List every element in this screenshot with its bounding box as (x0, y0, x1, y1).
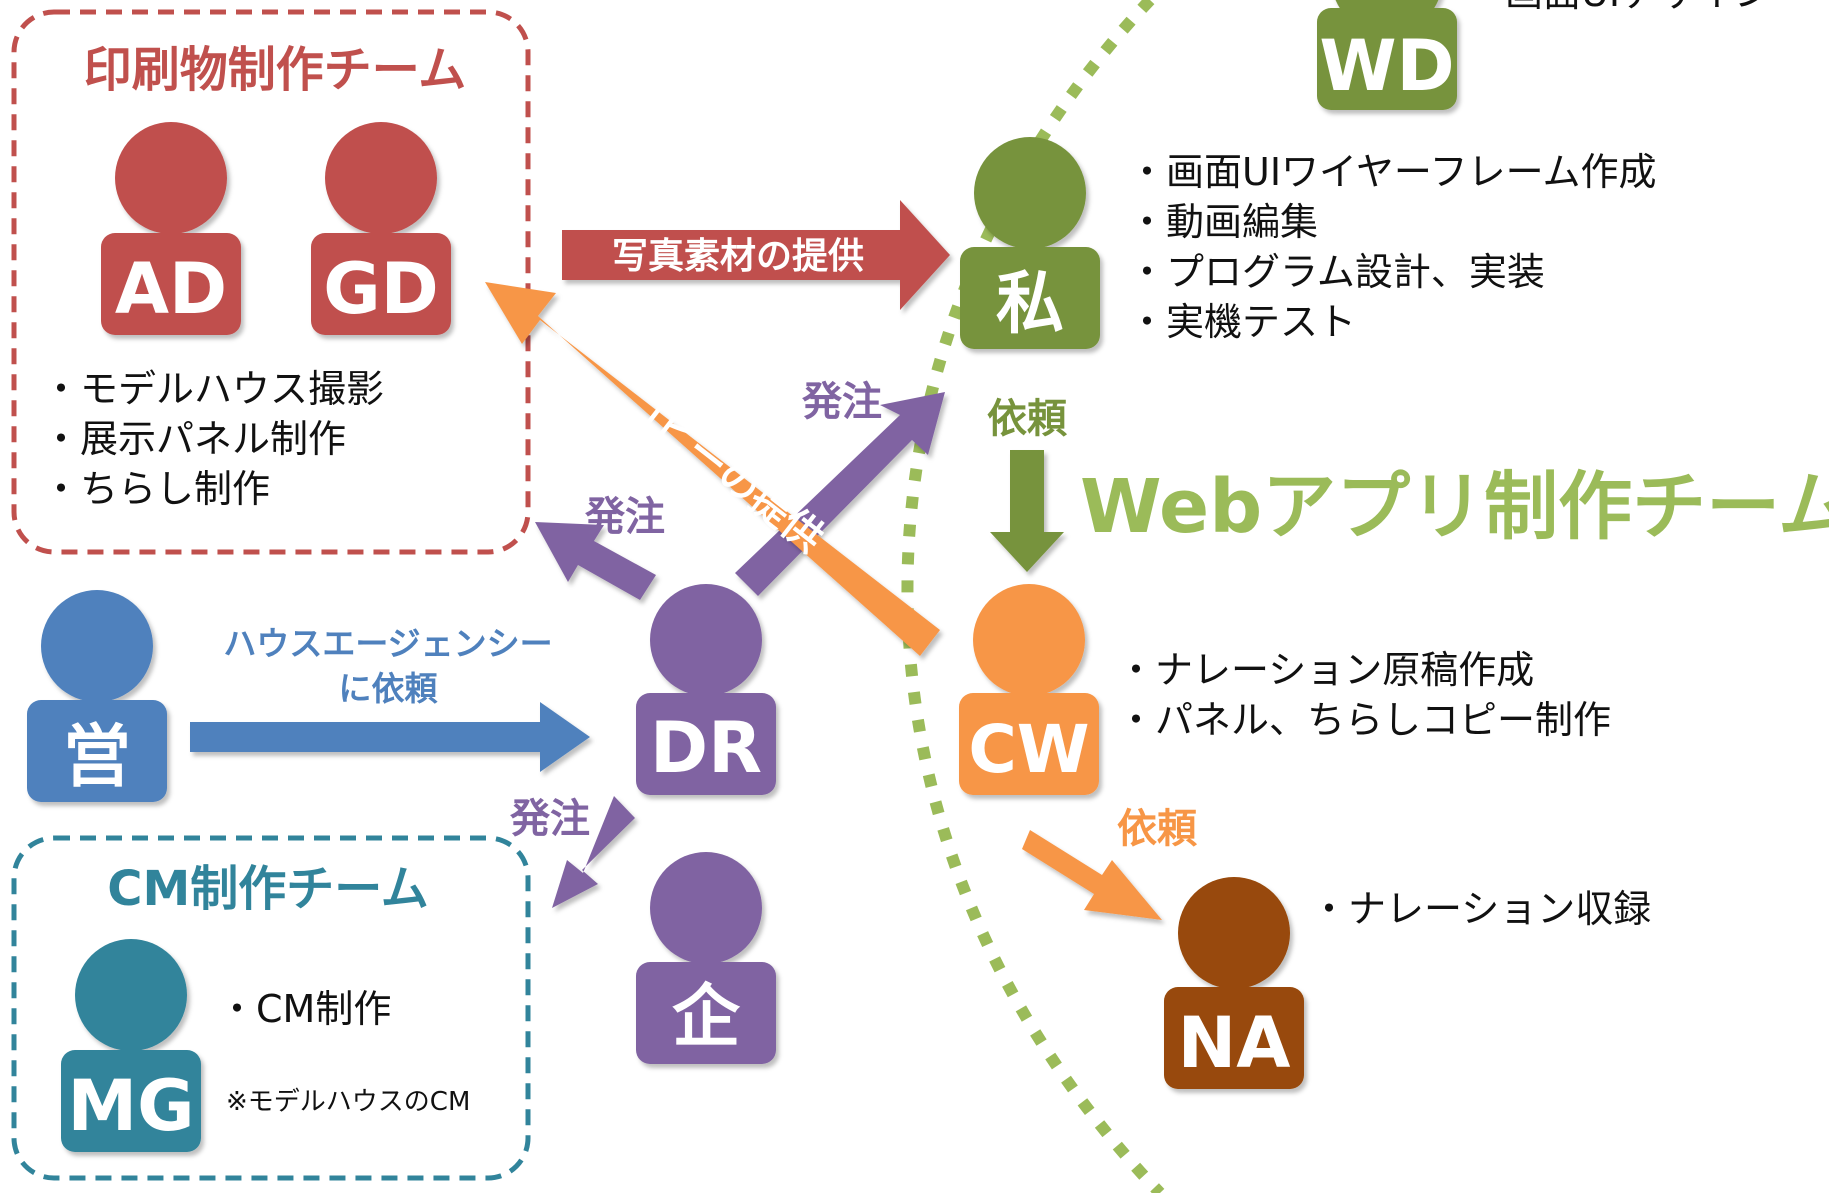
cw-task-2: ・パネル、ちらしコピー制作 (1117, 698, 1611, 742)
person-icon (1164, 877, 1304, 1089)
cm-team-title: CM制作チーム (107, 861, 429, 917)
arrow-photo-label: 写真素材の提供 (612, 236, 864, 277)
arrow-cw-to-na (1022, 830, 1162, 920)
person-dr: DR (636, 584, 776, 795)
person-eigyo: 営 (27, 590, 167, 802)
person-icon (636, 852, 776, 1064)
person-me-code: 私 (996, 265, 1064, 344)
person-ad-code: AD (115, 248, 227, 330)
person-me: 私 (960, 137, 1100, 349)
arrow-order-down-label: 発注 (510, 796, 590, 842)
wd-task-partial: 画面UIデザイン (1505, 0, 1772, 15)
print-task-1: ・モデルハウス撮影 (42, 367, 384, 411)
me-task-2: ・動画編集 (1128, 200, 1318, 244)
person-icon (960, 137, 1100, 349)
cm-note: ※モデルハウスのCM (226, 1087, 470, 1117)
person-cw-code: CW (968, 711, 1089, 788)
me-task-list: ・画面UIワイヤーフレーム作成 ・動画編集 ・プログラム設計、実装 ・実機テスト (1128, 150, 1656, 344)
arrow-dr-to-cm (552, 796, 635, 908)
arrow-request-cw-label: 依頼 (987, 396, 1068, 442)
arrow-agency-label-1: ハウスエージェンシー (223, 624, 552, 663)
person-na: NA (1164, 877, 1304, 1089)
person-eigyo-code: 営 (63, 718, 131, 797)
person-icon (61, 939, 201, 1152)
person-icon (959, 584, 1099, 795)
person-icon (27, 590, 167, 802)
person-icon (311, 122, 451, 335)
person-gd-code: GD (323, 248, 439, 330)
print-task-list: ・モデルハウス撮影 ・展示パネル制作 ・ちらし制作 (42, 367, 384, 511)
person-icon (101, 122, 241, 335)
person-mg: MG (61, 939, 201, 1152)
arrow-copy-supply (485, 282, 940, 656)
person-icon (1317, 0, 1457, 110)
me-task-1: ・画面UIワイヤーフレーム作成 (1128, 150, 1656, 194)
arrow-dr-to-print (535, 522, 656, 600)
cw-task-list: ・ナレーション原稿作成 ・パネル、ちらしコピー制作 (1117, 648, 1611, 742)
person-na-code: NA (1178, 1002, 1291, 1084)
cm-team-box (11, 835, 531, 1181)
person-wd: WD (1317, 0, 1457, 110)
me-task-3: ・プログラム設計、実装 (1128, 250, 1545, 294)
arrow-order-left-label: 発注 (585, 494, 665, 540)
person-cw: CW (959, 584, 1099, 795)
arrow-me-to-cw (990, 450, 1064, 572)
print-team-box (11, 9, 531, 555)
na-task: ・ナレーション収録 (1310, 887, 1651, 931)
person-ad: AD (101, 122, 241, 335)
arrow-eigyo-to-dr (190, 702, 590, 772)
person-icon (636, 584, 776, 795)
print-team-title: 印刷物制作チーム (84, 42, 467, 98)
person-gd: GD (311, 122, 451, 335)
person-wd-code: WD (1319, 25, 1454, 107)
arrow-request-na-label: 依頼 (1117, 806, 1198, 852)
arrow-agency-label-2: に依頼 (339, 669, 439, 708)
print-task-2: ・展示パネル制作 (42, 417, 346, 461)
person-ki-code: 企 (672, 978, 741, 1057)
person-dr-code: DR (650, 707, 762, 789)
arrow-dr-to-me (735, 392, 945, 596)
cm-task: ・CM制作 (218, 987, 391, 1031)
person-ki: 企 (636, 852, 776, 1064)
print-task-3: ・ちらし制作 (42, 467, 270, 511)
cw-task-1: ・ナレーション原稿作成 (1117, 648, 1534, 692)
arrow-photo-supply (562, 200, 950, 310)
me-task-4: ・実機テスト (1128, 300, 1356, 344)
web-team-title: Webアプリ制作チーム (1080, 464, 1829, 550)
arrow-order-up-label: 発注 (802, 379, 882, 425)
person-mg-code: MG (67, 1065, 194, 1147)
